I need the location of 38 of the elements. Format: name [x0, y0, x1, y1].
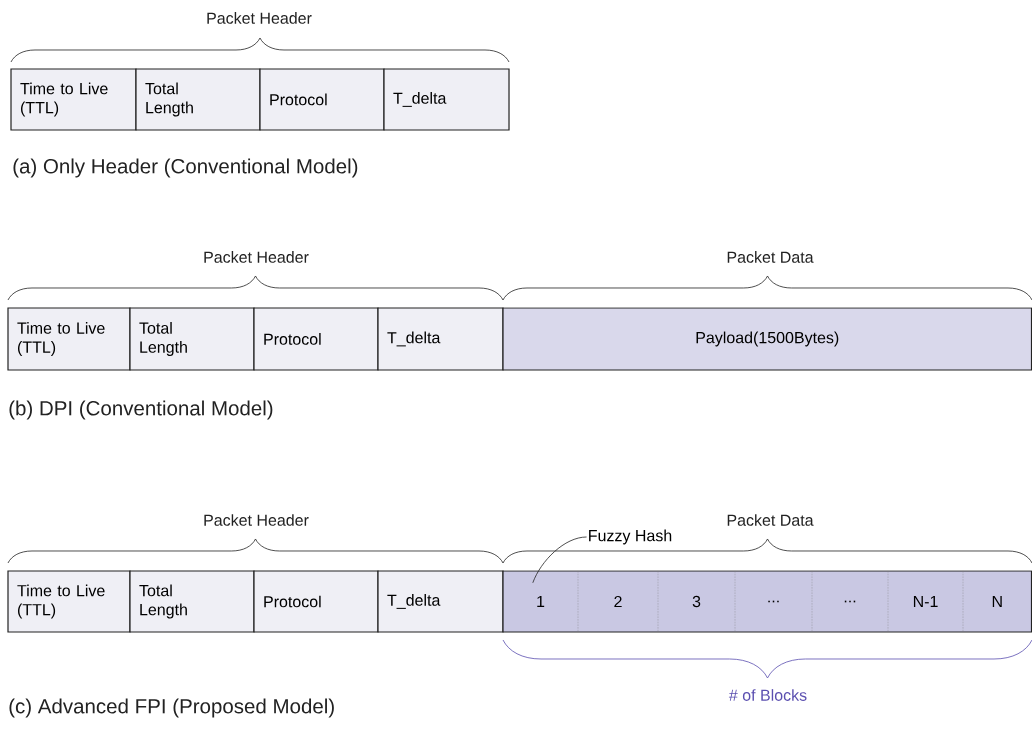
block-cell: N-1 — [888, 571, 963, 632]
block-cell: N — [963, 571, 1032, 632]
leader-line — [532, 536, 587, 584]
brace-label: # of Blocks — [728, 689, 807, 701]
brace-label: Packet Header — [207, 12, 312, 24]
header-field-cell: T_delta — [377, 307, 504, 371]
header-field-cell: Total Length — [129, 570, 255, 633]
header-field-cell: Time to Live (TTL) — [10, 68, 137, 131]
figure-caption: (b) DPI (Conventional Model) — [9, 400, 273, 420]
block-cell: 2 — [578, 571, 658, 632]
block-cell: ... — [735, 571, 812, 632]
node-label: 2 — [614, 595, 622, 608]
header-field-cell: Total Length — [135, 68, 261, 131]
brace-label: Packet Header — [204, 251, 309, 263]
node-label: 1 — [537, 595, 545, 607]
figure-caption: (a) Only Header (Conventional Model) — [13, 158, 358, 178]
brace-label: Packet Data — [727, 251, 814, 263]
header-field-cell: Time to Live (TTL) — [7, 570, 131, 633]
callout-text: Fuzzy Hash — [586, 528, 674, 546]
node-label: ... — [844, 600, 856, 603]
header-field-cell: T_delta — [383, 68, 510, 131]
payload-cell: Payload(1500Bytes) — [502, 307, 1032, 371]
block-cell: 1 — [503, 571, 578, 632]
node-label: N-1 — [913, 595, 938, 607]
header-field-cell: Protocol — [253, 570, 379, 633]
header-field-cell: Time to Live (TTL) — [7, 307, 131, 371]
figure-caption: (c) Advanced FPI (Proposed Model) — [9, 698, 334, 718]
node-label: 3 — [692, 595, 701, 608]
node-label: N — [992, 595, 1002, 607]
header-field-cell: Protocol — [253, 307, 379, 371]
brace-label: Packet Header — [204, 514, 309, 526]
block-cell: ... — [812, 571, 888, 632]
node-label: ... — [768, 600, 779, 603]
header-field-cell: Protocol — [259, 68, 385, 131]
header-field-cell: T_delta — [377, 570, 504, 633]
brace-label: Packet Data — [727, 514, 814, 526]
block-cell: 3 — [658, 571, 735, 632]
header-field-cell: Total Length — [129, 307, 255, 371]
